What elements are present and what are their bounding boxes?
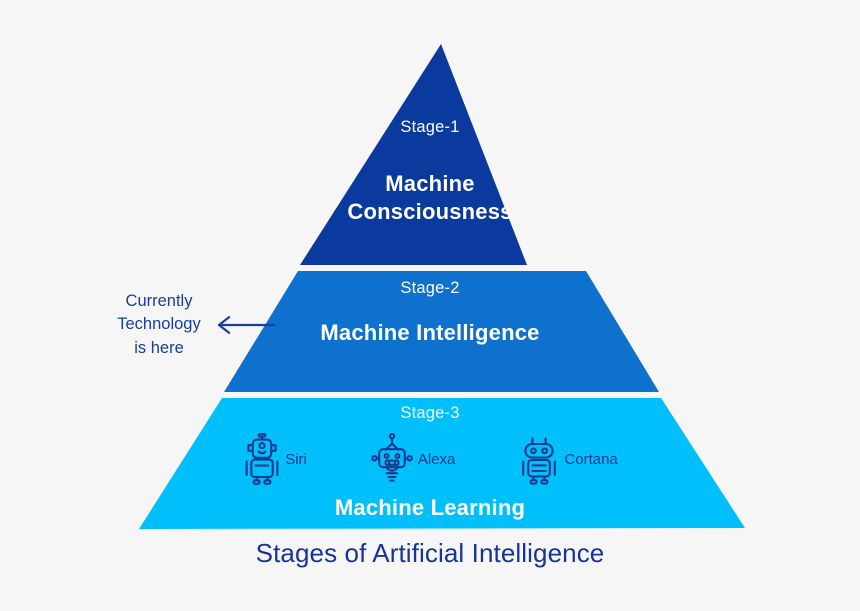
stage-2-tag: Stage-2 [400, 279, 460, 297]
robot-icon [522, 437, 557, 485]
current-technology-annotation: Currently Technology is here [117, 292, 201, 357]
stage-3-tag: Stage-3 [400, 404, 460, 422]
assistant-item-cortana: Cortana [517, 433, 618, 485]
stage-1-tag: Stage-1 [400, 118, 460, 136]
diagram-caption: Stages of Artificial Intelligence [255, 538, 605, 568]
assistant-item-alexa: Alexa [369, 433, 456, 485]
stage-1-title: Machine Consciousness [0, 170, 860, 226]
assistant-list: Siri [0, 433, 860, 485]
robot-icon [245, 433, 279, 485]
stage-2-title: Machine Intelligence [320, 320, 540, 345]
stage-3-title: Machine Learning [334, 495, 526, 520]
tier-shape-stage-3 [139, 398, 745, 529]
stage-1-title-line-2: Consciousness [347, 199, 513, 225]
assistant-label-siri: Siri [285, 450, 307, 468]
tier-shape-stage-2 [224, 271, 659, 392]
assistant-label-cortana: Cortana [564, 450, 618, 468]
tier-shape-stage-1 [300, 44, 527, 265]
stage-1-title-line-1: Machine [385, 171, 475, 196]
assistant-label-alexa: Alexa [417, 450, 456, 468]
robot-icon [371, 433, 413, 482]
assistant-item-siri: Siri [242, 433, 307, 485]
left-arrow-icon [217, 316, 276, 334]
